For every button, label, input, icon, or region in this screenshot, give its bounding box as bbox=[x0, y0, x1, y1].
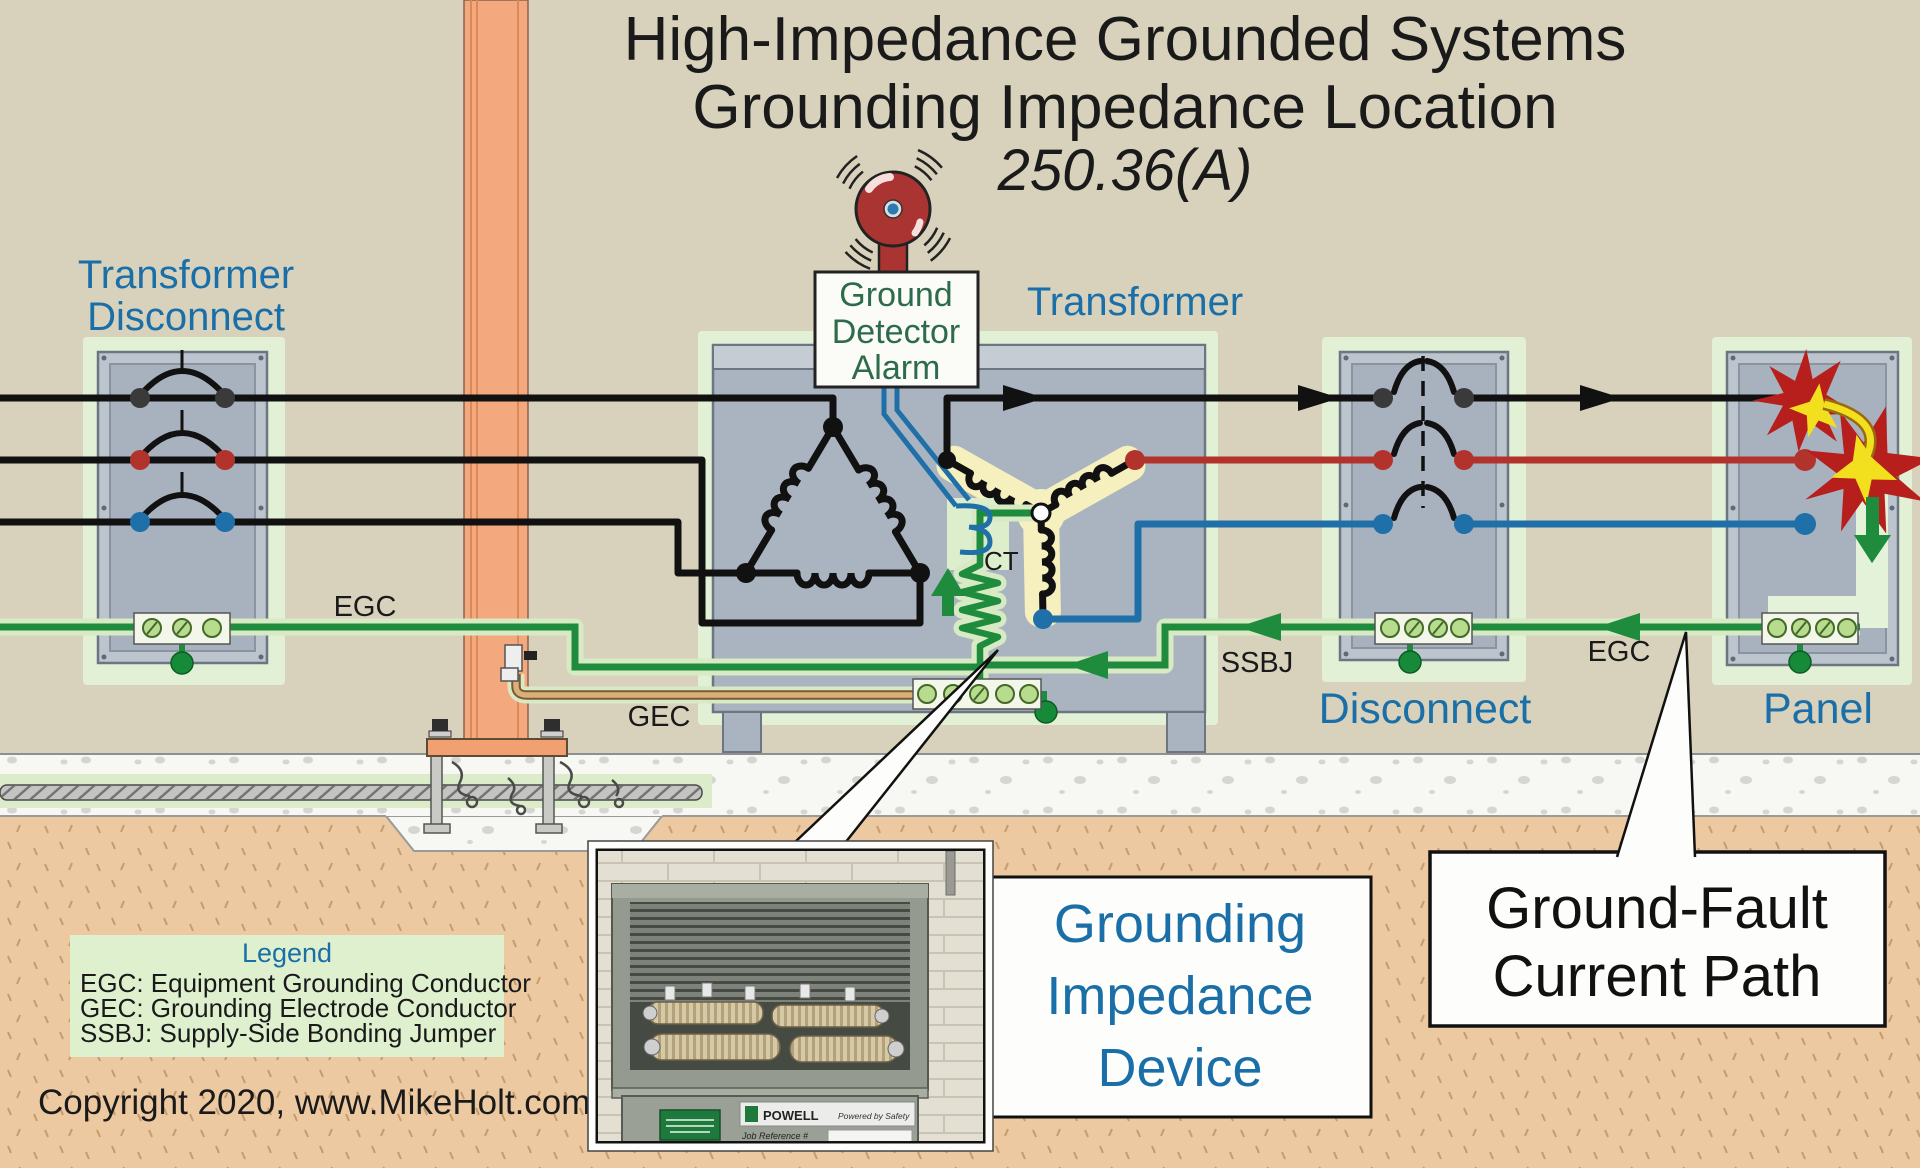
page-title-line2: Grounding Impedance Location bbox=[692, 73, 1557, 142]
left-disconnect-ground-bar bbox=[133, 612, 231, 675]
panel-fault-path-highlight bbox=[1768, 478, 1888, 628]
ground-fault-callout-line1: Ground-Fault bbox=[1486, 876, 1828, 941]
base-plate-nuts bbox=[428, 719, 564, 738]
current-transformer-ct bbox=[881, 388, 993, 555]
right-disconnect-switches bbox=[1373, 356, 1474, 534]
panel-label: Panel bbox=[1763, 685, 1873, 733]
page-title-line1: High-Impedance Grounded Systems bbox=[624, 5, 1627, 74]
rebar-tie-wires bbox=[451, 760, 625, 816]
photo-callout-pointer bbox=[793, 649, 999, 844]
callout-pointer bbox=[1615, 631, 1697, 858]
egc-left-wire bbox=[0, 623, 978, 671]
phase-b-primary bbox=[0, 456, 924, 627]
legend-item-gec: GEC: Grounding Electrode Conductor bbox=[80, 993, 517, 1023]
alarm-bell-icon bbox=[827, 143, 959, 276]
ground-dot bbox=[170, 651, 194, 675]
winding-terminals bbox=[736, 417, 1145, 629]
grounding-impedance-resistor bbox=[958, 552, 1002, 683]
egc-left-label: EGC bbox=[334, 591, 397, 623]
insulator-tabs bbox=[664, 982, 856, 1002]
impedance-callout-line3: Device bbox=[1097, 1038, 1262, 1098]
transformer-leg bbox=[722, 711, 762, 753]
impedance-device-callout: Grounding Impedance Device bbox=[986, 875, 1373, 1119]
ground-detector-alarm-box: Ground Detector Alarm bbox=[813, 270, 980, 389]
secondary-wires bbox=[943, 394, 1805, 623]
job-reference-text: Job Reference # bbox=[741, 1131, 809, 1141]
gec-column-clamp bbox=[500, 644, 537, 682]
disconnect-label: Disconnect bbox=[1319, 685, 1532, 733]
egc-right-label: EGC bbox=[1588, 636, 1651, 668]
impedance-callout-line2: Impedance bbox=[1046, 966, 1313, 1026]
ground-dot bbox=[1788, 650, 1812, 674]
title-block: High-Impedance Grounded Systems Groundin… bbox=[624, 5, 1627, 203]
powell-placard bbox=[739, 1101, 916, 1127]
phase-c-primary bbox=[0, 518, 746, 577]
secondary-blue-wire bbox=[1043, 520, 1805, 623]
ground-fault-callout: Ground-Fault Current Path bbox=[1428, 631, 1887, 1028]
panel-ground-bar bbox=[1761, 612, 1859, 674]
powell-brand-text: POWELL bbox=[763, 1108, 819, 1123]
neutral-to-impedance-wire bbox=[976, 509, 1041, 556]
gec-label: GEC bbox=[628, 701, 691, 733]
transformer-disconnect-label-1: Transformer bbox=[78, 253, 294, 297]
impedance-callout-line1: Grounding bbox=[1054, 894, 1306, 954]
equipment-labels: Transformer Disconnect Transformer Disco… bbox=[78, 253, 1873, 733]
wye-neutral-point bbox=[1030, 502, 1052, 524]
louver-vents bbox=[630, 902, 910, 1002]
transformer-label: Transformer bbox=[1027, 280, 1243, 324]
building-column bbox=[426, 0, 568, 757]
column-base-plate bbox=[426, 738, 568, 757]
legend-item-egc: EGC: Equipment Grounding Conductor bbox=[80, 968, 531, 998]
page-title-line3: 250.36(A) bbox=[997, 138, 1253, 203]
transformer-leg bbox=[1166, 711, 1206, 753]
alarm-label-line2: Detector bbox=[832, 313, 961, 351]
resistor-cabinet bbox=[611, 883, 929, 1091]
conductor-labels: EGC GEC SSBJ EGC CT bbox=[334, 546, 1651, 733]
fault-current-down-arrow bbox=[1854, 535, 1891, 563]
secondary-black-wire bbox=[943, 394, 1805, 460]
ct-label: CT bbox=[984, 546, 1019, 576]
ground-fault-callout-line2: Current Path bbox=[1493, 944, 1822, 1009]
transformer-disconnect-box bbox=[96, 350, 269, 665]
alarm-label-line3: Alarm bbox=[852, 349, 941, 387]
left-disconnect-switches bbox=[130, 350, 235, 532]
wall-conduit bbox=[945, 851, 956, 896]
rebar-electrode bbox=[0, 774, 712, 808]
copyright-text: Copyright 2020, www.MikeHolt.com bbox=[38, 1083, 590, 1122]
disconnect-box bbox=[1338, 350, 1510, 662]
current-flow-arrows-black bbox=[1003, 385, 1622, 411]
ground-dot bbox=[1398, 650, 1422, 674]
powell-tagline-text: Powered by Safety bbox=[838, 1111, 910, 1121]
legend-item-ssbj: SSBJ: Supply-Side Bonding Jumper bbox=[80, 1018, 497, 1048]
panel-terminals-and-fault bbox=[1742, 338, 1920, 563]
green-nameplate bbox=[659, 1109, 721, 1141]
gec-wire bbox=[511, 674, 913, 700]
resistor-elements bbox=[647, 1001, 899, 1063]
transformer-disconnect-label-2: Disconnect bbox=[87, 295, 285, 339]
alarm-label-line1: Ground bbox=[839, 276, 952, 314]
legend-box: Legend EGC: Equipment Grounding Conducto… bbox=[70, 935, 531, 1057]
ssbj-label: SSBJ bbox=[1221, 647, 1294, 679]
impedance-device-photo: POWELL Powered by Safety Job Reference # bbox=[587, 840, 994, 1152]
disconnect-ground-bar bbox=[1374, 612, 1473, 674]
cabinet-base: POWELL Powered by Safety Job Reference # bbox=[611, 1087, 929, 1141]
enclosure-screws bbox=[101, 355, 264, 660]
legend-title: Legend bbox=[242, 938, 332, 968]
